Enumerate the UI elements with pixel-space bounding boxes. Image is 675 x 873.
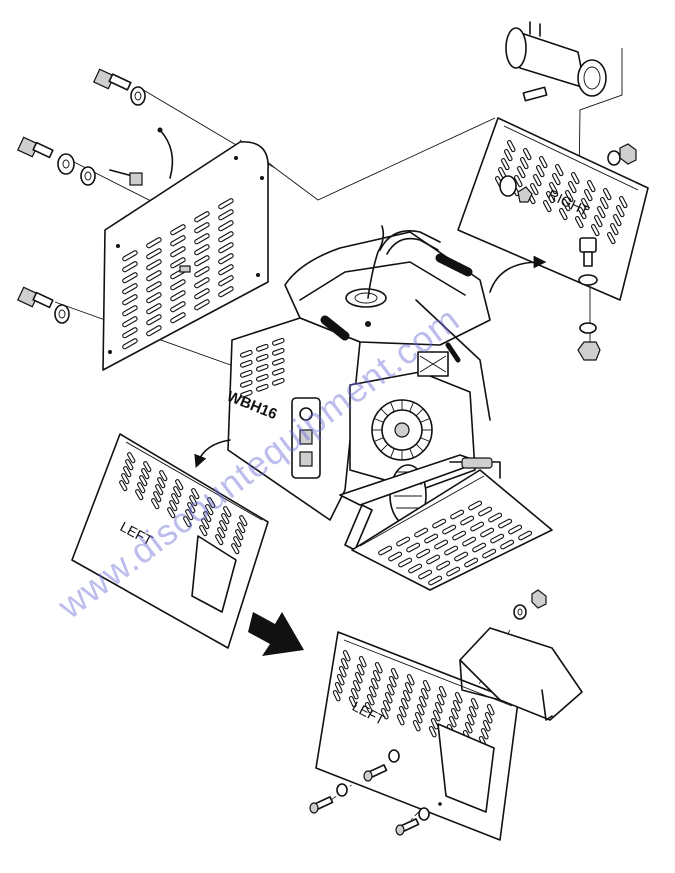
handle-grip-part	[505, 21, 607, 102]
assembly-direction-arrow	[248, 612, 304, 656]
screw-3	[395, 807, 430, 836]
muffler-guard	[459, 627, 583, 721]
lower-hardware	[309, 589, 547, 836]
screw-2	[363, 749, 400, 782]
bolt-3	[16, 286, 70, 324]
bolt-2	[16, 136, 96, 186]
bolt-1	[92, 68, 146, 106]
foot-plate	[351, 469, 553, 591]
screw-1	[309, 783, 348, 814]
upper-left-hardware	[16, 68, 174, 324]
latch-pin	[109, 127, 174, 186]
machine-body: WBH16	[224, 225, 501, 551]
upper-right-hardware	[577, 143, 637, 361]
rear-side-cover	[102, 141, 269, 371]
left-side-panel-removed: LEFT	[71, 433, 269, 649]
removal-arrows	[194, 255, 547, 468]
right-side-panel: RIGHT	[457, 117, 649, 301]
left-side-panel-installed: LEFT	[315, 631, 519, 841]
